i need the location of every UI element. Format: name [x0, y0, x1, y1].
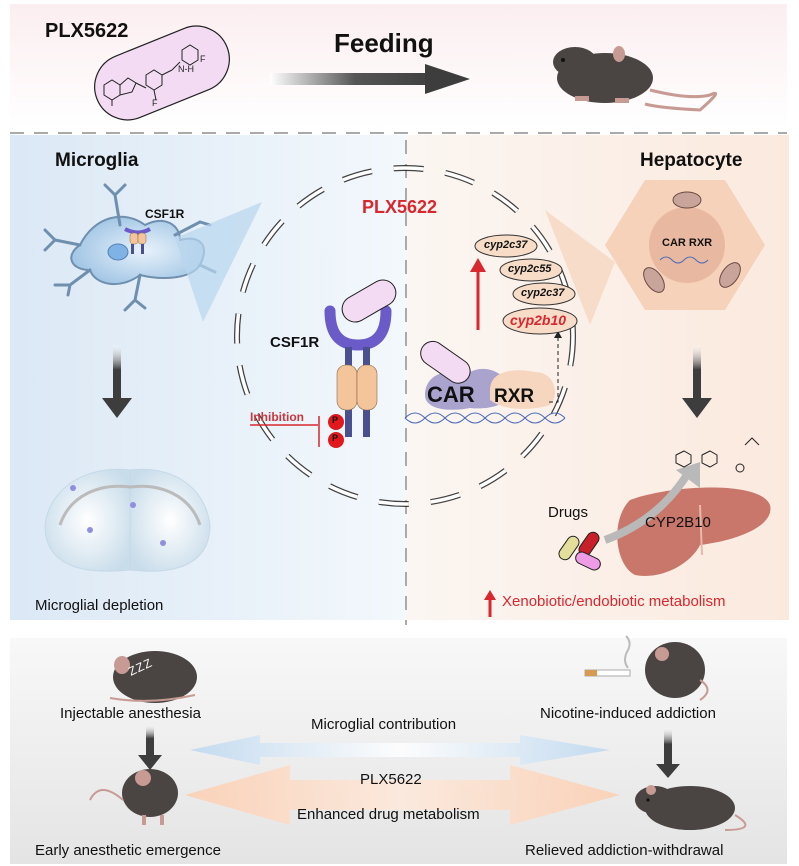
gene-ellipse-2 [499, 258, 563, 282]
left-bottom-label: Early anesthetic emergence [35, 842, 221, 859]
phospho-label-1: P [332, 415, 339, 425]
arrow-down-right [682, 345, 712, 418]
arrow2-label-bottom: Enhanced drug metabolism [297, 806, 480, 823]
arrow-down-bottom-left [138, 725, 162, 770]
right-top-label: Nicotine-induced addiction [540, 705, 716, 722]
enzyme-label: CYP2B10 [645, 514, 711, 531]
awake-mouse-icon [89, 769, 178, 825]
microglia-caption: Microglial depletion [35, 597, 164, 614]
dna-helix-icon [404, 412, 566, 424]
microglia-cell-icon [43, 183, 217, 312]
hepatocyte-cell-icon [605, 180, 765, 310]
enhanced-metabolism-arrow [185, 765, 620, 825]
right-bottom-label: Relieved addiction-withdrawal [525, 842, 724, 859]
svg-text:N-H: N-H [178, 64, 194, 74]
arrow1-label: Microglial contribution [311, 716, 457, 733]
svg-text:F: F [200, 54, 206, 64]
drugs-label: Drugs [548, 504, 589, 521]
metabolism-arrow [603, 467, 694, 544]
nicotine-mouse-icon [645, 642, 709, 701]
mouse-icon-top [553, 46, 718, 112]
feeding-label: Feeding [334, 28, 434, 58]
arrow-down-left [102, 345, 132, 418]
left-top-label: Injectable anesthesia [60, 705, 201, 722]
gene-label-2: cyp2c55 [508, 263, 552, 275]
inhibition-line-icon [250, 416, 320, 447]
liver-icon [617, 487, 771, 576]
plx5622-molecule-icon: N-H F F [94, 25, 230, 121]
microglia-receptor-label: CSF1R [145, 207, 185, 221]
phospho-label-2: P [332, 433, 339, 443]
arrow-down-bottom-right [656, 728, 680, 778]
cigarette-icon [584, 635, 631, 677]
feeding-arrow [270, 64, 470, 94]
brain-section-icon [44, 468, 211, 572]
drug-capsules-icon [558, 531, 601, 571]
hepatocyte-title: Hepatocyte [640, 150, 743, 171]
inhibition-label: Inhibition [250, 410, 304, 424]
hepatocyte-caption: Xenobiotic/endobiotic metabolism [502, 593, 726, 610]
rxr-label: RXR [494, 386, 535, 407]
gene-ellipse-1 [474, 234, 538, 258]
gene-ellipse-4 [502, 307, 578, 335]
phospho-circle-1 [328, 414, 344, 430]
gene-label-1: cyp2c37 [484, 239, 528, 251]
arrow2-label-top: PLX5622 [360, 771, 422, 788]
sleeping-mouse-icon [109, 651, 197, 703]
csf1r-label: CSF1R [270, 334, 320, 351]
compound-label: PLX5622 [45, 20, 129, 42]
car-label: CAR [427, 382, 475, 407]
gene-ellipse-3 [512, 282, 576, 306]
metabolite-icons [675, 437, 760, 473]
gene-label-3: cyp2c37 [521, 287, 565, 299]
relieved-mouse-icon [635, 785, 747, 831]
microglia-title: Microglia [55, 150, 139, 171]
upregulation-arrow-icon [470, 258, 486, 330]
hepatocyte-nucleus-label: CAR RXR [662, 237, 713, 249]
microglial-contribution-arrow [190, 735, 610, 765]
car-rxr-complex-icon [420, 340, 555, 410]
csf1r-receptor-icon [324, 279, 397, 437]
dashed-arrow [549, 336, 559, 403]
zoom-cone-right [545, 210, 615, 325]
phospho-circle-2 [328, 432, 344, 448]
zoom-cone-left [175, 202, 262, 322]
center-drug-label: PLX5622 [362, 197, 438, 217]
xenobiotic-up-arrow-icon [484, 590, 496, 617]
svg-text:F: F [152, 98, 158, 108]
gene-label-4: cyp2b10 [510, 312, 567, 328]
